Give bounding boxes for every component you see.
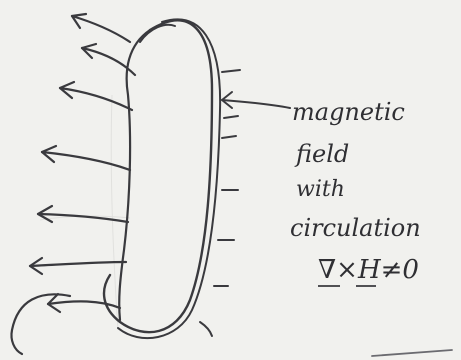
annotation-line-2: field	[294, 140, 349, 168]
current-loop	[104, 19, 220, 338]
tick-7	[200, 322, 212, 336]
annotation-line-3: with	[296, 177, 345, 202]
tick-1	[222, 70, 240, 72]
tick-3	[222, 136, 236, 138]
annotation-text: magnetic field with circulation ∇×H≠0	[290, 98, 421, 286]
field-arrow-4	[42, 146, 130, 170]
field-arrow-1	[72, 14, 130, 42]
stray-line	[372, 350, 452, 356]
field-arrow-6	[30, 258, 126, 274]
field-arrow-5	[38, 206, 128, 222]
annotation-line-1: magnetic	[292, 98, 405, 126]
annotation-pointer	[222, 92, 290, 108]
field-arrow-3	[60, 82, 132, 110]
loop-inner-stroke	[118, 19, 220, 338]
tick-2	[224, 116, 238, 118]
annotation-line-4: circulation	[290, 214, 421, 242]
curl-equation: ∇×H≠0	[318, 255, 419, 285]
